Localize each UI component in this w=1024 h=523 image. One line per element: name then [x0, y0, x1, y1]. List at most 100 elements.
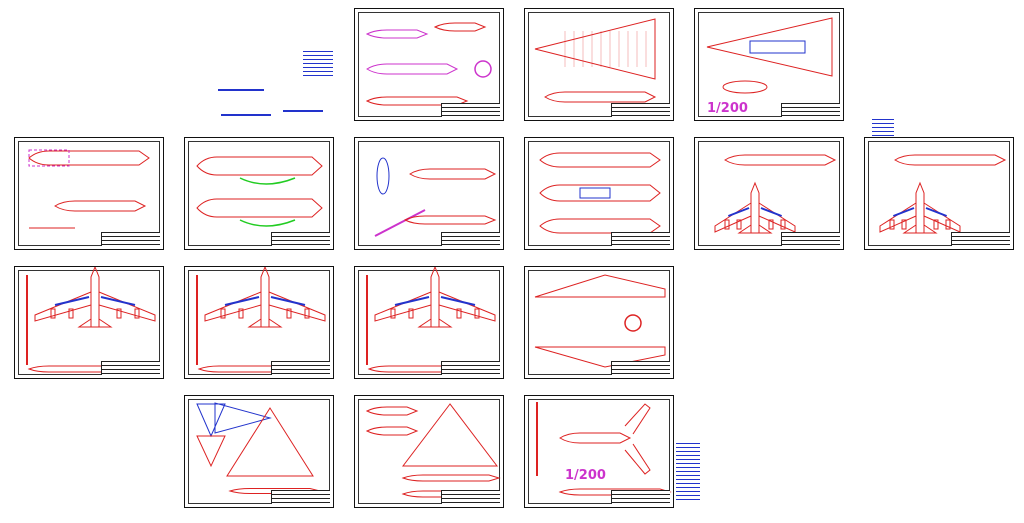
wing-detail	[394, 296, 430, 306]
scale-ruler	[221, 114, 271, 116]
front-view	[376, 157, 390, 195]
floating-note	[303, 48, 333, 78]
drawing-sheet-r1c5: 1/200	[694, 8, 844, 121]
engine-pod	[736, 219, 742, 230]
wing-detail	[892, 207, 915, 217]
fuselage-outline	[750, 181, 760, 234]
wing-outline	[624, 403, 651, 435]
fuselage-outline	[365, 96, 469, 106]
fuselage-outline	[403, 215, 497, 225]
wing-outline	[624, 443, 651, 475]
drawing-sheet-r3c2	[184, 266, 334, 379]
wing-outline	[438, 291, 496, 322]
detail-view	[196, 403, 226, 438]
fuselage-outline	[260, 267, 270, 328]
fuselage-outline	[534, 274, 666, 298]
tail-outline	[77, 318, 113, 328]
engine-pod	[220, 308, 226, 319]
engine-pod	[724, 219, 730, 230]
engine-pod	[456, 308, 462, 319]
engine-pod	[933, 219, 939, 230]
floating-note	[872, 116, 894, 138]
fuselage-outline	[365, 426, 419, 436]
drawing-sheet-r2c5	[694, 137, 844, 250]
drawing-sheet-r2c3	[354, 137, 504, 250]
fuselage-outline	[539, 218, 661, 234]
drawing-sheet-r3c4	[524, 266, 674, 379]
engine-intake	[624, 314, 642, 332]
engine-pod	[390, 308, 396, 319]
tail-outline	[417, 318, 453, 328]
engine-pod	[134, 308, 140, 319]
scale-ruler	[218, 89, 264, 91]
wing-detail	[224, 296, 260, 306]
tail-outline	[902, 224, 938, 234]
wing-outline	[98, 291, 156, 322]
rocket-trail	[374, 209, 426, 237]
scale-label: 1/200	[707, 101, 748, 116]
fuselage-outline	[366, 63, 459, 75]
fuselage-outline	[534, 346, 666, 368]
fuselage-outline	[894, 154, 1007, 166]
bay-detail	[579, 187, 611, 199]
scale-ruler	[283, 110, 323, 112]
wing-outline	[879, 202, 917, 233]
wing-detail	[925, 207, 948, 217]
tail-outline	[737, 224, 773, 234]
engine-pod	[238, 308, 244, 319]
flying-wing	[401, 403, 499, 467]
wing-detail	[54, 296, 90, 306]
engine-pod	[408, 308, 414, 319]
section-box	[28, 149, 70, 167]
engine-pod	[68, 308, 74, 319]
scale-label: 1/200	[565, 468, 606, 483]
wing-detail	[100, 296, 136, 306]
front-view	[722, 80, 768, 94]
drawing-sheet-r3c1	[14, 266, 164, 379]
engine-pod	[889, 219, 895, 230]
drawing-sheet-r4c3	[354, 395, 504, 508]
gear-outline	[239, 219, 296, 227]
gear-outline	[239, 177, 296, 185]
fuselage-outline	[915, 181, 925, 234]
wing-outline	[268, 291, 326, 322]
drawing-sheet-r2c6	[864, 137, 1014, 250]
fuselage-outline	[365, 29, 429, 39]
engine-pod	[901, 219, 907, 230]
engine-intake	[474, 60, 492, 78]
wing-detail	[440, 296, 476, 306]
fuselage-outline	[559, 432, 632, 444]
delta-wing-outline	[214, 402, 272, 434]
detail-view	[196, 435, 226, 468]
tail-outline	[247, 318, 283, 328]
engine-pod	[286, 308, 292, 319]
engine-pod	[780, 219, 786, 230]
engine-pod	[304, 308, 310, 319]
fuselage-outline	[430, 267, 440, 328]
fuselage-outline	[54, 200, 147, 212]
flying-wing	[226, 407, 314, 477]
drawing-sheet-r2c4	[524, 137, 674, 250]
floating-note	[676, 440, 700, 500]
wing-detail	[760, 207, 783, 217]
fuselage-outline	[724, 154, 837, 166]
wing-detail	[727, 207, 750, 217]
fuselage-outline	[401, 474, 501, 482]
fuselage-outline	[90, 267, 100, 328]
fuselage-outline	[28, 150, 150, 166]
fuselage-outline	[365, 406, 419, 416]
drawing-sheet-r4c2	[184, 395, 334, 508]
drawing-sheet-r1c3	[354, 8, 504, 121]
fuselage-outline	[196, 156, 323, 176]
engine-pod	[945, 219, 951, 230]
wing-outline	[758, 202, 796, 233]
fuselage-outline	[409, 168, 497, 180]
fuselage-outline	[539, 184, 661, 202]
wing-outline	[34, 291, 92, 322]
wing-outline	[374, 291, 432, 322]
fuselage-outline	[433, 22, 487, 32]
bay-detail	[749, 40, 806, 54]
fuselage-outline	[539, 152, 661, 168]
fuselage-outline	[558, 488, 672, 496]
